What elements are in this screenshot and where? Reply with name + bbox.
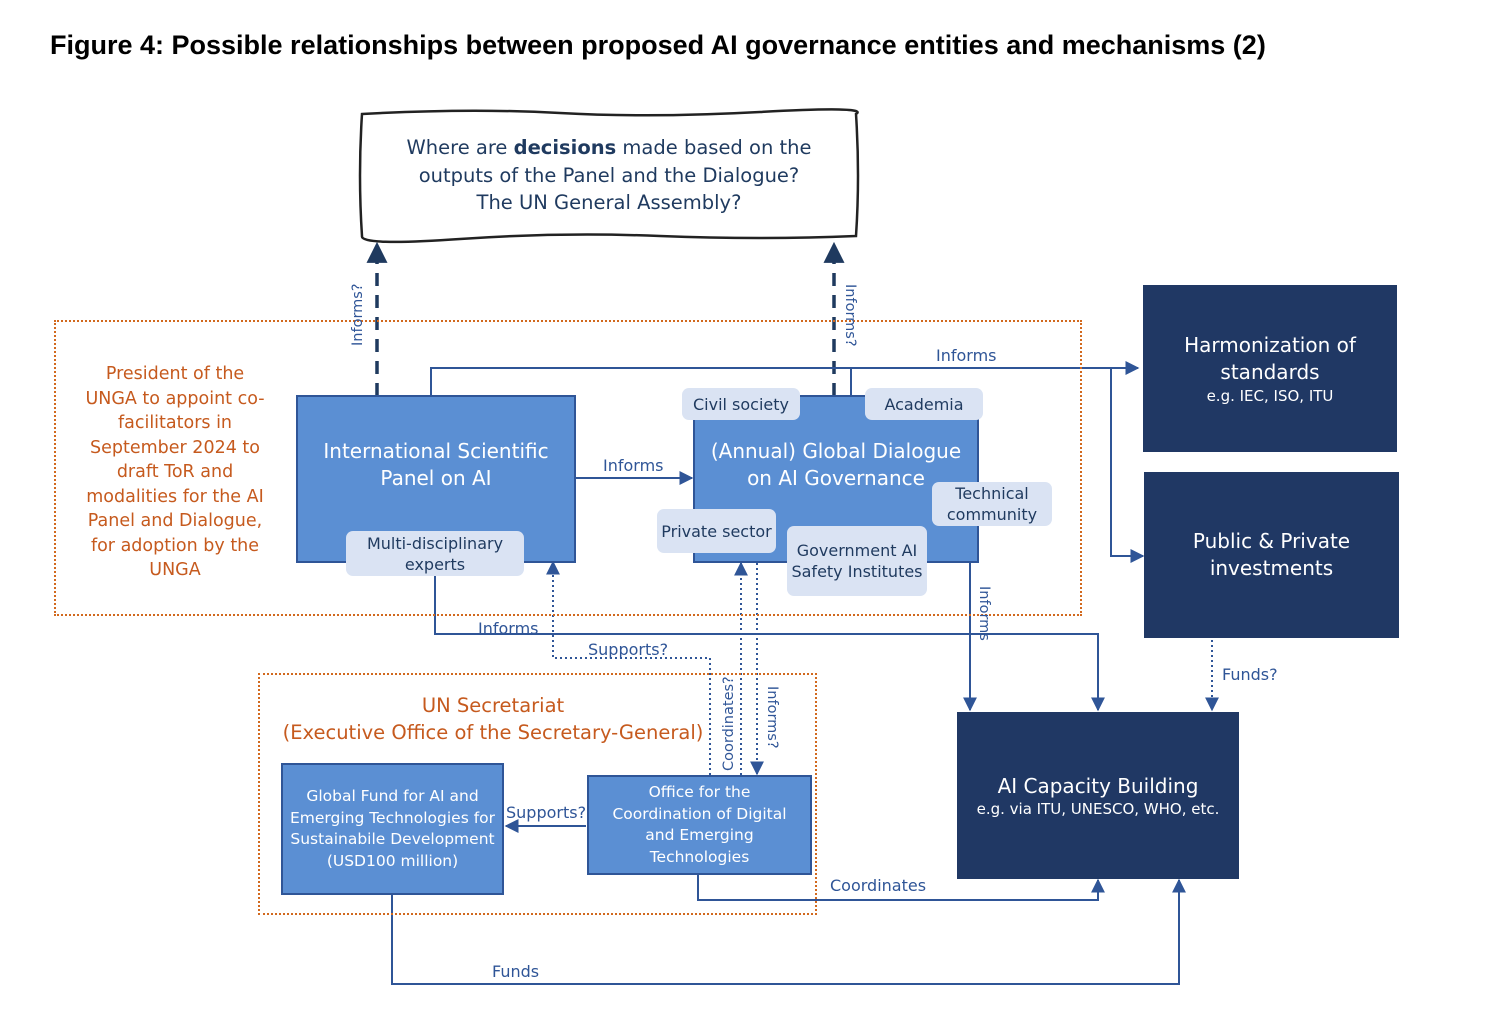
- label-coordinates-q: Coordinates?: [721, 676, 737, 771]
- decision-line2: outputs of the Panel and the Dialogue?: [418, 163, 800, 187]
- arrow-office-supports-panel: [546, 560, 711, 775]
- secretariat-title: UN Secretariat (Executive Office of the …: [258, 692, 728, 746]
- label-informs-q-right: Informs?: [842, 284, 858, 347]
- decision-line1-post: made based on the: [616, 136, 812, 159]
- decision-box-border: [358, 108, 860, 244]
- decision-line3: The UN General Assembly?: [476, 191, 742, 214]
- global-dialogue-title: (Annual) Global Dialogue on AI Governanc…: [710, 439, 962, 490]
- arrow-panel-to-harmonization: [430, 361, 1140, 396]
- label-funds: Funds: [492, 962, 540, 981]
- office-box: Office for the Coordination of Digital a…: [587, 775, 812, 875]
- decision-line1-pre: Where are: [406, 136, 514, 159]
- label-informs-top: Informs: [936, 346, 997, 365]
- investments-box: Public & Private investments: [1144, 472, 1399, 638]
- label-informs-bottom: Informs: [478, 619, 539, 638]
- harmonization-box: Harmonization of standards e.g. IEC, ISO…: [1143, 285, 1397, 452]
- harmonization-sub: e.g. IEC, ISO, ITU: [1206, 386, 1334, 405]
- secretariat-title-line1: UN Secretariat: [421, 694, 565, 717]
- figure-title: Figure 4: Possible relationships between…: [50, 30, 1266, 60]
- office-title: Office for the Coordination of Digital a…: [612, 783, 787, 866]
- dialogue-tag-technical: Technical community: [932, 482, 1052, 526]
- dialogue-tag-academia: Academia: [865, 388, 983, 420]
- arrow-panel-to-capacity: [434, 576, 1105, 712]
- dialogue-tag-civil-society: Civil society: [682, 388, 800, 420]
- harmonization-title: Harmonization of standards: [1184, 332, 1356, 384]
- global-fund-title: Global Fund for AI and Emerging Technolo…: [289, 787, 496, 870]
- dialogue-tag-private: Private sector: [657, 509, 776, 553]
- arrow-fund-funds-capacity: [391, 878, 1186, 985]
- label-coordinates: Coordinates: [830, 876, 927, 895]
- capacity-box: AI Capacity Building e.g. via ITU, UNESC…: [957, 712, 1239, 879]
- label-supports-q: Supports?: [588, 640, 669, 659]
- label-informs-panel-dialogue: Informs: [603, 456, 664, 475]
- label-informs-q-office: Informs?: [764, 686, 780, 749]
- capacity-title: AI Capacity Building: [997, 773, 1199, 798]
- label-informs-vertical: Informs: [976, 586, 992, 641]
- scientific-panel-title: International Scientific Panel on AI: [323, 439, 549, 490]
- label-supports-q-office: Supports?: [506, 803, 587, 822]
- panel-tag-experts: Multi-disciplinary experts: [346, 531, 524, 576]
- unga-region: [54, 320, 1082, 616]
- arrow-to-investments: [1110, 368, 1145, 563]
- secretariat-title-line2: (Executive Office of the Secretary-Gener…: [282, 721, 704, 744]
- label-informs-q-left: Informs?: [350, 283, 366, 346]
- capacity-sub: e.g. via ITU, UNESCO, WHO, etc.: [976, 799, 1220, 818]
- label-funds-q: Funds?: [1222, 665, 1278, 684]
- decision-line1-bold: decisions: [513, 136, 617, 159]
- global-fund-box: Global Fund for AI and Emerging Technolo…: [281, 763, 504, 895]
- dialogue-tag-government: Government AI Safety Institutes: [787, 526, 927, 596]
- decision-box-text: Where are decisions made based on the ou…: [360, 134, 858, 217]
- president-note: President of the UNGA to appoint co-faci…: [85, 364, 265, 580]
- arrow-office-coordinates-capacity: [697, 875, 1105, 901]
- secretariat-region: [258, 673, 817, 915]
- investments-title: Public & Private investments: [1192, 529, 1351, 580]
